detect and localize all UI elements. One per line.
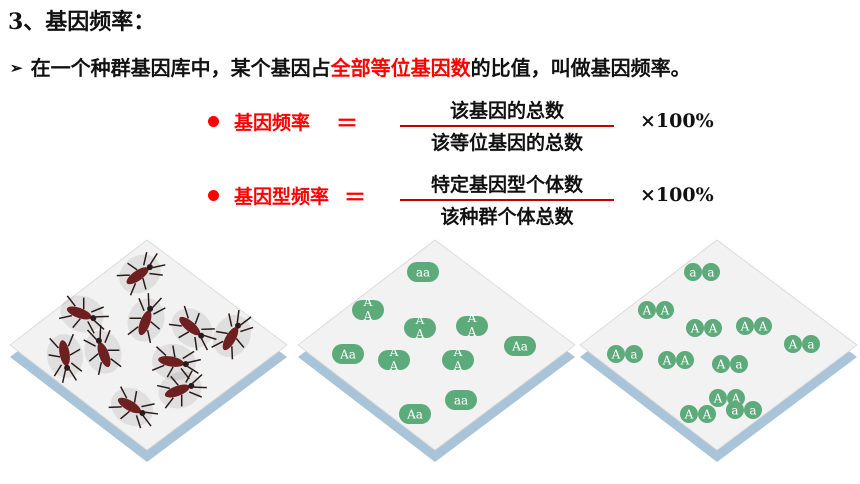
- formula-denominator: 该等位基因的总数: [430, 132, 583, 154]
- insect-icon: [108, 386, 159, 429]
- formula-numerator: 特定基因型个体数: [430, 174, 583, 196]
- formula-multiplier: ×100%: [640, 110, 714, 132]
- svg-text:A: A: [415, 313, 425, 327]
- insect-icon: [46, 333, 84, 383]
- svg-text:A: A: [467, 325, 477, 339]
- formula-numerator: 该基因的总数: [449, 100, 564, 122]
- insect-icon: [156, 370, 207, 409]
- insect-icon: [211, 309, 254, 360]
- definition-highlight: 全部等位基因数: [330, 56, 471, 80]
- insect-icon: [58, 295, 109, 334]
- svg-text:A: A: [690, 322, 700, 336]
- svg-text:A: A: [453, 359, 463, 373]
- svg-text:A: A: [788, 338, 798, 352]
- svg-text:A: A: [713, 392, 723, 406]
- formula-multiplier: ×100%: [640, 184, 714, 206]
- fraction-bar: [400, 199, 614, 201]
- insect-population-panel: [9, 239, 288, 462]
- svg-text:Aa: Aa: [406, 408, 423, 422]
- genotype-pill: AA: [378, 345, 410, 373]
- svg-text:A: A: [708, 322, 718, 336]
- svg-text:A: A: [758, 320, 768, 334]
- svg-text:a: a: [735, 358, 742, 372]
- svg-text:a: a: [707, 266, 714, 280]
- genotype-pill: Aa: [399, 404, 431, 424]
- formula-denominator: 该种群个体总数: [440, 206, 574, 228]
- svg-text:A: A: [660, 304, 670, 318]
- section-heading: 3、基因频率：: [8, 9, 156, 35]
- svg-text:A: A: [716, 358, 726, 372]
- gene-frequency-formula: 基因频率 ＝ 该基因的总数 该等位基因的总数 ×100%: [208, 96, 728, 156]
- svg-text:aa: aa: [416, 266, 430, 280]
- svg-text:A: A: [389, 345, 399, 359]
- svg-text:a: a: [630, 348, 637, 362]
- svg-text:A: A: [740, 320, 750, 334]
- bullet-dot-icon: [208, 116, 219, 127]
- svg-text:Aa: Aa: [511, 340, 528, 354]
- svg-text:aa: aa: [454, 394, 468, 408]
- definition-text-start: 在一个种群基因库中，某个基因占: [30, 56, 331, 80]
- definition-line: ➢ 在一个种群基因库中，某个基因占全部等位基因数的比值，叫做基因频率。: [10, 52, 691, 81]
- bullet-arrow-icon: ➢: [10, 59, 23, 77]
- svg-text:A: A: [680, 354, 690, 368]
- svg-text:A: A: [363, 309, 373, 323]
- svg-text:a: a: [807, 338, 814, 352]
- genotype-pill: Aa: [504, 336, 536, 356]
- insect-icon: [127, 293, 166, 344]
- insect-icon: [83, 325, 122, 376]
- genotype-pill: AA: [352, 295, 384, 323]
- bullet-dot-icon: [208, 190, 219, 201]
- svg-text:A: A: [611, 348, 621, 362]
- svg-text:A: A: [389, 359, 399, 373]
- svg-text:A: A: [662, 354, 672, 368]
- definition-text-end: 的比值，叫做基因频率。: [470, 56, 691, 80]
- svg-text:a: a: [689, 266, 696, 280]
- svg-text:A: A: [453, 345, 463, 359]
- svg-text:A: A: [702, 408, 712, 422]
- genotype-pill: aa: [407, 262, 439, 282]
- genotype-pill: AA: [404, 313, 436, 341]
- insect-icon: [168, 305, 217, 351]
- equals-sign: ＝: [344, 186, 367, 211]
- svg-text:Aa: Aa: [339, 348, 356, 362]
- svg-text:A: A: [415, 327, 425, 341]
- svg-text:A: A: [642, 304, 652, 318]
- svg-text:A: A: [684, 408, 694, 422]
- genotype-pill: AA: [442, 345, 474, 373]
- svg-text:A: A: [731, 392, 741, 406]
- fraction-bar: [400, 125, 614, 127]
- insect-group: [46, 252, 254, 429]
- genotype-frequency-formula: 基因型频率 ＝ 特定基因型个体数 该种群个体总数 ×100%: [208, 170, 728, 230]
- insect-icon: [151, 343, 201, 381]
- insect-icon: [116, 252, 166, 296]
- svg-text:A: A: [467, 311, 477, 325]
- svg-text:a: a: [749, 404, 756, 418]
- formula-term: 基因频率: [234, 112, 311, 134]
- svg-text:A: A: [363, 295, 373, 309]
- genotype-pill: aa: [445, 390, 477, 410]
- genotype-pill: Aa: [332, 344, 364, 364]
- formula-term: 基因型频率: [234, 186, 330, 208]
- equals-sign: ＝: [336, 112, 359, 137]
- genotype-pill: AA: [456, 311, 488, 339]
- svg-text:a: a: [731, 404, 738, 418]
